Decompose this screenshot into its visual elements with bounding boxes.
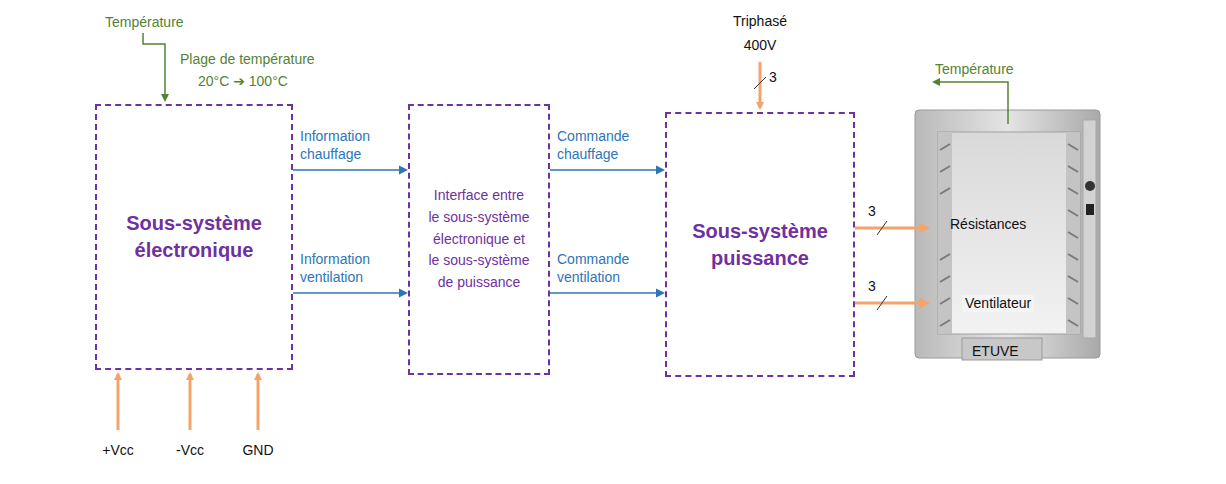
signal-label: Commande chauffage (557, 127, 662, 163)
supply-arrow (759, 62, 762, 108)
temperature-leader (934, 82, 1008, 124)
arrow-head (656, 166, 665, 175)
signal-connector (550, 166, 665, 175)
power-connector (855, 221, 930, 235)
supply-arrow (189, 374, 192, 430)
arrow-head (399, 166, 408, 175)
annotation-label: -Vcc (160, 441, 220, 459)
interface-box: Interface entre le sous-système électron… (408, 104, 550, 375)
connector-line (293, 292, 401, 294)
oven-illustration (915, 110, 1100, 360)
connector-line (550, 292, 658, 294)
bus-slash (754, 77, 766, 89)
subsystem-box: Sous-système électronique (95, 104, 293, 370)
connector-line (855, 227, 921, 230)
annotation-label: Triphasé 400V (720, 10, 800, 58)
oven-node: RésistancesVentilateurETUVE (930, 112, 1095, 357)
power-connector (855, 296, 930, 310)
temperature-leader (143, 33, 165, 100)
annotation-label: GND (228, 441, 288, 459)
bus-width-label: 3 (868, 202, 876, 220)
arrow-head (399, 289, 408, 298)
signal-connector (550, 289, 665, 298)
annotation-label: Température (935, 60, 1014, 78)
signal-connector (293, 289, 408, 298)
box-title: Sous-système électronique (119, 210, 269, 264)
annotation-label: 20°C ➔ 100°C (198, 72, 288, 90)
bus-slash (877, 296, 887, 310)
nameplate-label: ETUVE (972, 343, 1019, 360)
annotation-label: 3 (769, 68, 777, 86)
subsystem-box: Sous-système puissance (665, 112, 855, 377)
connector-line (550, 169, 658, 171)
annotation-label: Plage de température (180, 50, 315, 68)
arrow-head (919, 298, 930, 309)
connector-line (293, 169, 401, 171)
box-title: Sous-système puissance (685, 218, 835, 272)
annotation-label: +Vcc (88, 441, 148, 459)
signal-label: Commande ventilation (557, 250, 662, 286)
bus-width-label: 3 (868, 277, 876, 295)
supply-arrow (117, 374, 120, 430)
bus-slash (877, 221, 887, 235)
component-label: Ventilateur (962, 295, 1034, 312)
signal-label: Information chauffage (300, 127, 405, 163)
annotation-label: Température (105, 13, 184, 31)
arrow-head (919, 223, 930, 234)
signal-label: Information ventilation (300, 250, 405, 286)
signal-connector (293, 166, 408, 175)
component-label: Résistances (950, 216, 1026, 233)
supply-arrow (257, 374, 260, 430)
box-title: Interface entre le sous-système électron… (427, 185, 531, 293)
connector-line (855, 302, 921, 305)
arrow-head (656, 289, 665, 298)
